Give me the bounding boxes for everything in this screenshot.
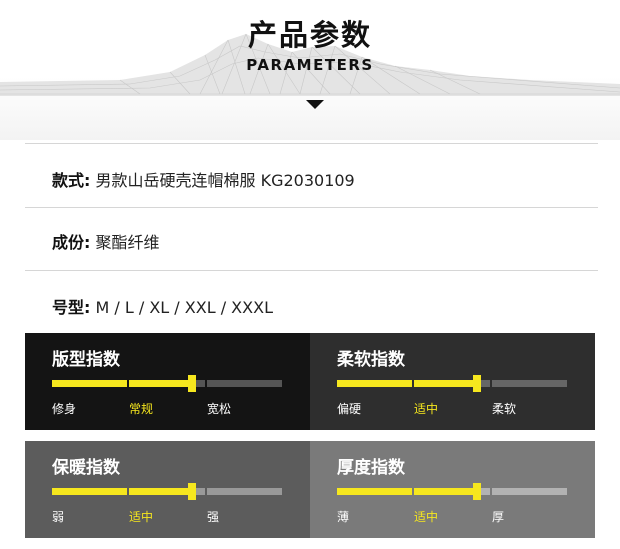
spec-material-label: 成份:	[52, 233, 91, 252]
spec-sizes-row: 号型: M / L / XL / XXL / XXXL	[52, 294, 273, 318]
scale-label-mid: 适中	[414, 510, 439, 524]
fit-index-scale	[52, 375, 282, 392]
scale-divider	[490, 488, 492, 495]
scale-label-low: 弱	[52, 510, 65, 524]
scale-divider	[205, 488, 207, 495]
softness-index-title: 柔软指数	[337, 350, 405, 370]
divider	[25, 270, 598, 271]
scale-label-low: 薄	[337, 510, 350, 524]
header-banner: 产品参数 PARAMETERS	[0, 0, 620, 140]
scale-knob	[188, 483, 196, 500]
softness-index-scale	[337, 375, 567, 392]
scale-divider	[412, 380, 414, 387]
warmth-index-panel: 保暖指数 弱 适中 强	[25, 441, 310, 538]
scale-divider	[412, 488, 414, 495]
spec-style-label: 款式:	[52, 171, 91, 190]
scale-divider	[205, 380, 207, 387]
spec-sizes-label: 号型:	[52, 298, 91, 317]
scale-label-high: 强	[207, 510, 220, 524]
thickness-index-scale	[337, 483, 567, 500]
scale-fill	[52, 488, 192, 495]
page-title: 产品参数	[247, 18, 372, 52]
page-subtitle: PARAMETERS	[246, 56, 374, 74]
scale-label-mid: 常规	[129, 402, 154, 416]
spec-sizes-value: M / L / XL / XXL / XXXL	[95, 298, 273, 317]
spec-style-row: 款式: 男款山岳硬壳连帽棉服 KG2030109	[52, 167, 355, 191]
warmth-index-title: 保暖指数	[52, 458, 120, 478]
thickness-index-title: 厚度指数	[337, 458, 405, 478]
scale-knob	[188, 375, 196, 392]
divider	[25, 207, 598, 208]
scale-fill	[337, 380, 477, 387]
scale-label-high: 厚	[492, 510, 505, 524]
scale-label-mid: 适中	[129, 510, 154, 524]
spec-material-row: 成份: 聚酯纤维	[52, 229, 160, 253]
thickness-index-panel: 厚度指数 薄 适中 厚	[310, 441, 595, 538]
divider	[25, 143, 598, 144]
scale-fill	[337, 488, 477, 495]
scale-label-high: 宽松	[207, 402, 232, 416]
scale-divider	[127, 488, 129, 495]
caret-down-icon	[306, 100, 324, 109]
mountain-graphic	[0, 33, 620, 96]
scale-divider	[127, 380, 129, 387]
scale-fill	[52, 380, 192, 387]
spec-material-value: 聚酯纤维	[95, 233, 160, 252]
scale-knob	[473, 375, 481, 392]
scale-divider	[490, 380, 492, 387]
spec-style-value: 男款山岳硬壳连帽棉服 KG2030109	[95, 171, 355, 190]
scale-label-low: 偏硬	[337, 402, 362, 416]
scale-label-low: 修身	[52, 402, 77, 416]
scale-label-mid: 适中	[414, 402, 439, 416]
fit-index-title: 版型指数	[52, 350, 120, 370]
scale-label-high: 柔软	[492, 402, 517, 416]
softness-index-panel: 柔软指数 偏硬 适中 柔软	[310, 333, 595, 430]
warmth-index-scale	[52, 483, 282, 500]
fit-index-panel: 版型指数 修身 常规 宽松	[25, 333, 310, 430]
scale-knob	[473, 483, 481, 500]
